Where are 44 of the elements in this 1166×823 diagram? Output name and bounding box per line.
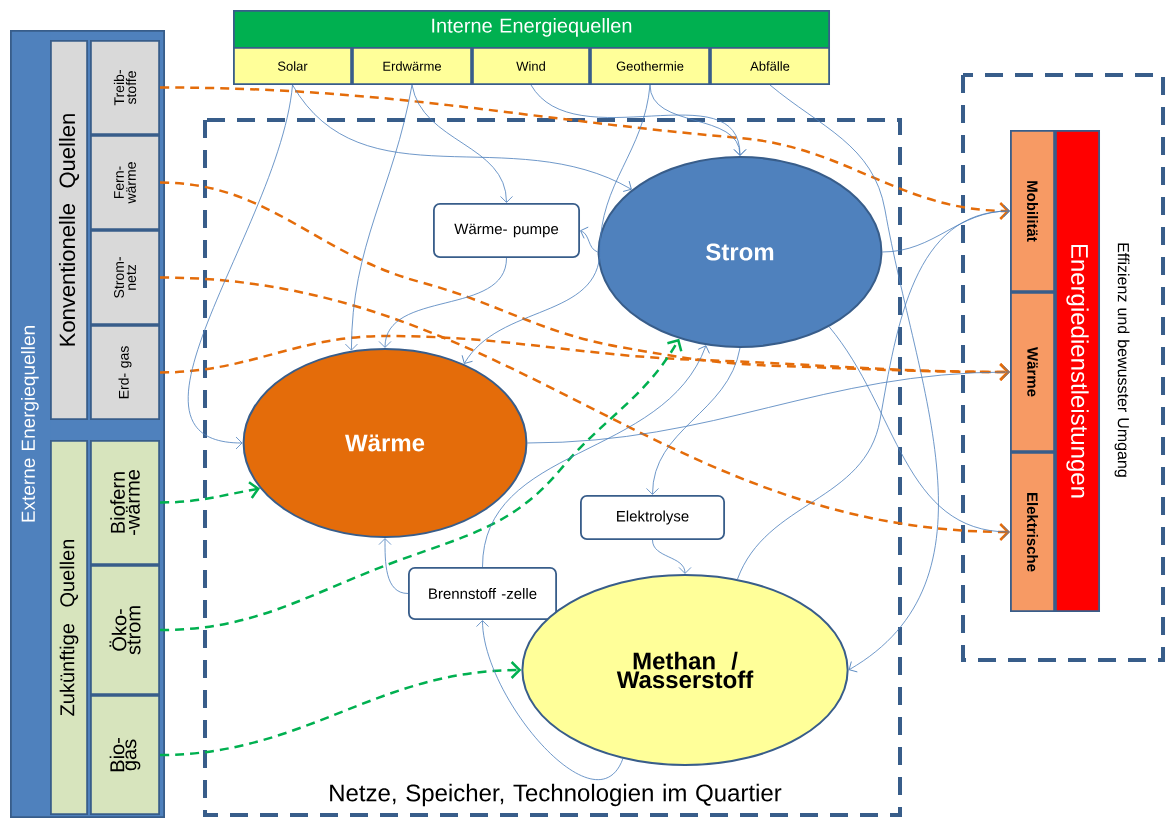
process-box: Elektrolyse xyxy=(580,495,725,540)
source-cell: Öko- strom xyxy=(90,565,160,695)
arrow xyxy=(769,84,939,673)
group-header: Zukünftige Quellen xyxy=(50,440,88,815)
arrow xyxy=(159,481,260,504)
arrow xyxy=(159,661,522,757)
source-cell: Erd- gas xyxy=(90,325,160,420)
arrow xyxy=(646,347,741,495)
arrow xyxy=(652,539,692,574)
arrow xyxy=(292,84,632,192)
arrow xyxy=(159,338,683,632)
arrow xyxy=(580,226,598,253)
service-cell: Elektrische xyxy=(1010,452,1055,612)
arrow xyxy=(476,620,624,780)
arrow xyxy=(378,538,409,594)
arrow xyxy=(527,365,1010,444)
source-cell: Wind xyxy=(472,47,590,85)
arrow xyxy=(378,257,507,348)
arrow xyxy=(461,84,651,364)
source-cell: Abfälle xyxy=(710,47,830,85)
source-cell: Treib- stoffe xyxy=(90,40,160,135)
arrow xyxy=(737,204,1010,580)
arrow xyxy=(411,84,513,203)
source-cell: Strom- netz xyxy=(90,230,160,325)
arrow xyxy=(159,276,1010,541)
arrow xyxy=(345,84,413,351)
arrow xyxy=(188,84,293,450)
arrow xyxy=(160,86,1010,220)
service-cell: Mobilität xyxy=(1010,130,1055,292)
source-cell: Geothermie xyxy=(590,47,710,85)
service-cell: Wärme xyxy=(1010,292,1055,452)
source-cell: Solar xyxy=(233,47,352,85)
process-box: Wärme- pumpe xyxy=(433,203,580,258)
source-cell: Biofern -wärme xyxy=(90,440,160,565)
source-cell: Erdwärme xyxy=(352,47,472,85)
source-cell: Fern- wärme xyxy=(90,135,160,230)
process-box: Brennstoff -zelle xyxy=(408,567,557,620)
arrow xyxy=(828,326,1010,539)
group-header: Konventionelle Quellen xyxy=(50,40,88,420)
arrow xyxy=(482,345,710,568)
arrow xyxy=(159,334,1010,381)
group-header: Energiedienstleistungen xyxy=(1055,130,1100,612)
source-cell: Bio- gas xyxy=(90,695,160,815)
arrow xyxy=(649,84,747,156)
